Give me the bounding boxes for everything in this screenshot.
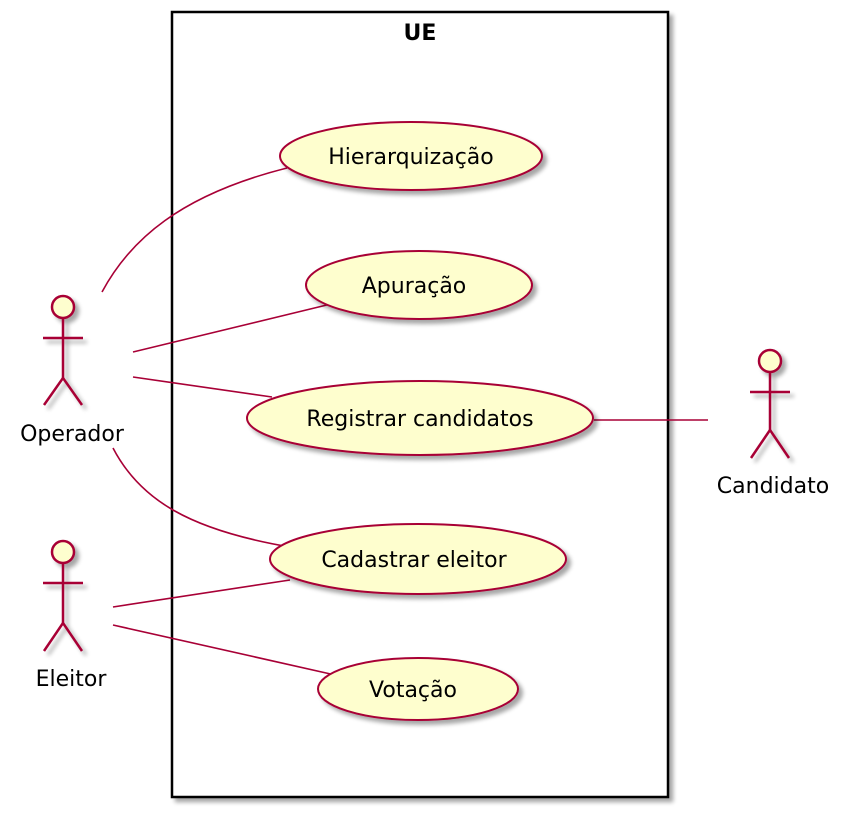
use-case-apuracao-label: Apuração (362, 274, 467, 299)
association-operador-hierarquizacao (101, 167, 288, 293)
associations (101, 167, 708, 676)
system-boundary-title: UE (404, 21, 437, 46)
actor-candidato[interactable]: Candidato (717, 348, 829, 499)
use-case-hierarquizacao[interactable]: Hierarquização (279, 121, 543, 191)
use-case-apuracao[interactable]: Apuração (305, 250, 533, 320)
association-eleitor-votacao (112, 624, 336, 676)
actor-operador-label: Operador (20, 422, 125, 447)
association-operador-cadastrar (112, 447, 291, 548)
actor-operador-figure (42, 294, 84, 406)
association-operador-apuracao (132, 302, 336, 353)
actor-eleitor[interactable]: Eleitor (36, 539, 108, 692)
use-case-hierarquizacao-label: Hierarquização (328, 145, 493, 170)
association-operador-registrar (132, 376, 273, 398)
actor-eleitor-figure (42, 539, 84, 652)
use-case-registrar-candidatos[interactable]: Registrar candidatos (246, 380, 594, 456)
actor-eleitor-label: Eleitor (36, 667, 108, 692)
use-case-votacao[interactable]: Votação (317, 657, 519, 721)
actor-candidato-label: Candidato (717, 474, 829, 499)
use-case-registrar-candidatos-label: Registrar candidatos (306, 407, 533, 432)
use-case-votacao-label: Votação (369, 678, 457, 703)
use-case-cadastrar-eleitor[interactable]: Cadastrar eleitor (269, 523, 567, 595)
actor-operador[interactable]: Operador (20, 294, 125, 447)
association-eleitor-cadastrar (112, 579, 291, 608)
use-case-cadastrar-eleitor-label: Cadastrar eleitor (321, 548, 507, 573)
actor-candidato-figure (749, 348, 791, 459)
